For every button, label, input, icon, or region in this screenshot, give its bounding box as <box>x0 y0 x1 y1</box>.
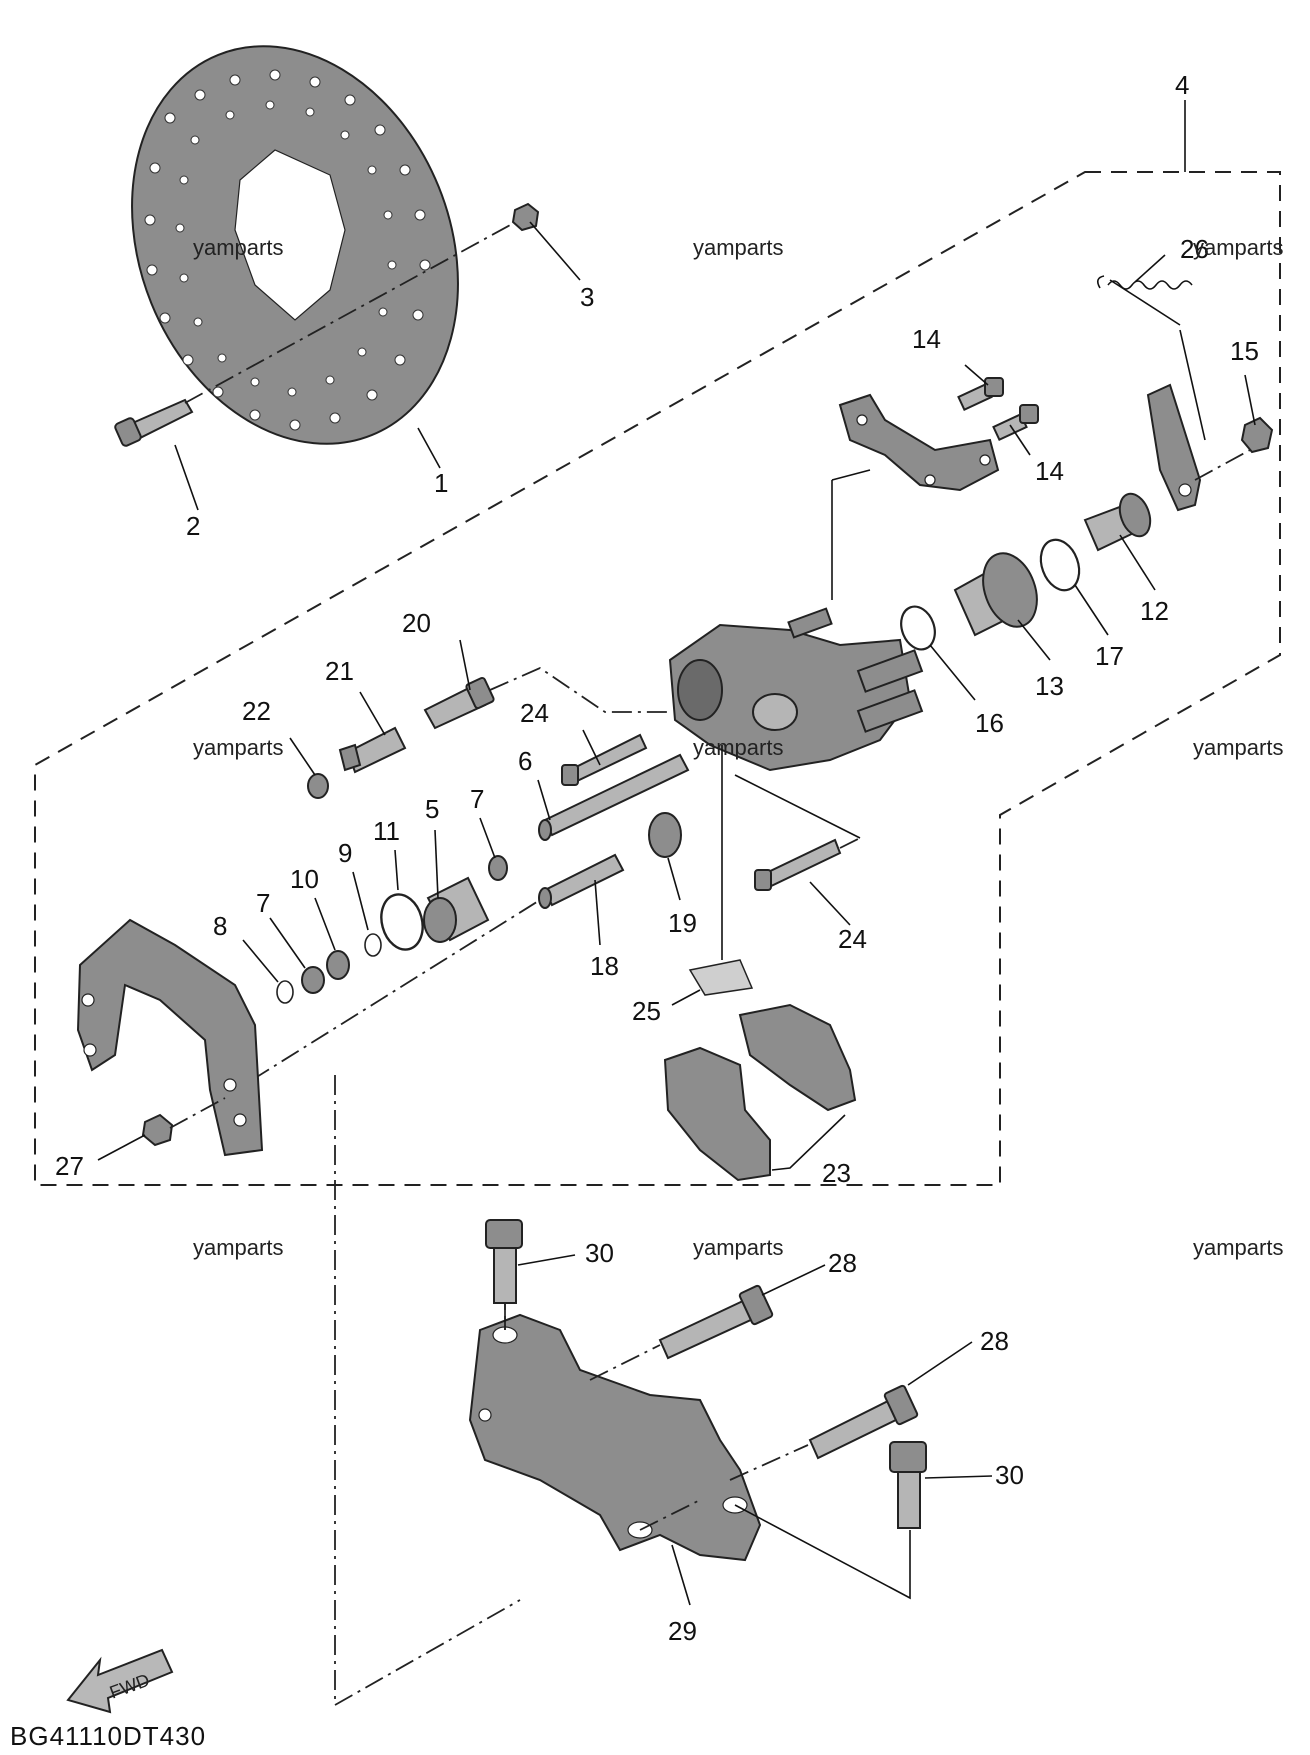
caliper-body <box>668 607 924 772</box>
callout-20: 20 <box>402 608 431 638</box>
callout-23: 23 <box>822 1158 851 1188</box>
diagram-code: BG41110DT430 <box>10 1721 206 1751</box>
disc-bolt-part-2 <box>114 398 194 447</box>
ring-part-8 <box>276 980 294 1004</box>
callout-4: 4 <box>1175 70 1189 100</box>
callout-14-upper: 14 <box>912 324 941 354</box>
watermark: yamparts <box>693 235 783 260</box>
sleeve-part-5 <box>423 876 490 943</box>
bleed-screw-part-21 <box>338 726 407 774</box>
ring-part-9 <box>364 933 382 957</box>
mount-bolt-part-30-upper <box>485 1219 523 1304</box>
brake-lever-part-15 <box>1146 383 1274 512</box>
callout-11: 11 <box>373 816 400 846</box>
callout-7-lower: 7 <box>256 888 270 918</box>
callout-28-lower: 28 <box>980 1326 1009 1356</box>
brake-pads-part-23 <box>663 1003 857 1182</box>
callout-10: 10 <box>290 864 319 894</box>
callout-29: 29 <box>668 1616 697 1646</box>
o-ring-part-17 <box>1039 538 1081 592</box>
callout-9: 9 <box>338 838 352 868</box>
watermark: yamparts <box>1193 235 1283 260</box>
mount-bolt-part-28-lower <box>808 1384 919 1460</box>
spring-part-26 <box>1096 275 1206 441</box>
watermark: yamparts <box>1193 735 1283 760</box>
callout-2: 2 <box>186 511 200 541</box>
shaft-part-6 <box>538 753 690 841</box>
watermark: yamparts <box>693 735 783 760</box>
brake-disc-part-1 <box>131 45 459 445</box>
callout-7-upper: 7 <box>470 784 484 814</box>
washer-part-7-upper <box>488 855 508 881</box>
mount-bracket-part-29 <box>468 1313 762 1562</box>
watermark: yamparts <box>193 1235 283 1260</box>
callout-13: 13 <box>1035 671 1064 701</box>
callout-1: 1 <box>434 468 448 498</box>
washer-part-7-lower <box>301 966 325 994</box>
callout-3: 3 <box>580 282 594 312</box>
callout-21: 21 <box>325 656 354 686</box>
watermark: yamparts <box>1193 1235 1283 1260</box>
callout-19: 19 <box>668 908 697 938</box>
seal-part-11 <box>380 893 424 951</box>
callout-22: 22 <box>242 696 271 726</box>
pin-bolt-part-24-upper <box>561 733 648 786</box>
callout-24-lower: 24 <box>838 924 867 954</box>
callout-15: 15 <box>1230 336 1259 366</box>
mount-bolt-part-30-lower <box>889 1441 927 1529</box>
bushing-part-19 <box>648 812 682 858</box>
watermark: yamparts <box>193 235 283 260</box>
pad-bracket-part-14-group <box>838 377 1039 492</box>
watermark: yamparts <box>193 735 283 760</box>
assembly-4-boundary <box>34 171 1281 1186</box>
washer-part-10 <box>326 950 350 980</box>
callout-25: 25 <box>632 996 661 1026</box>
callout-30-upper: 30 <box>585 1238 614 1268</box>
o-ring-part-16 <box>900 605 936 651</box>
callout-30-lower: 30 <box>995 1460 1024 1490</box>
fwd-arrow: FWD <box>66 1648 174 1714</box>
watermark: yamparts <box>693 1235 783 1260</box>
plug-part-13 <box>953 552 1038 637</box>
callout-6: 6 <box>518 746 532 776</box>
callout-17: 17 <box>1095 641 1124 671</box>
cap-part-22 <box>307 773 329 799</box>
callout-14-lower: 14 <box>1035 456 1064 486</box>
callout-24-upper: 24 <box>520 698 549 728</box>
bleed-bolt-part-20 <box>423 676 495 730</box>
callout-16: 16 <box>975 708 1004 738</box>
pin-bolt-part-24-lower <box>754 838 842 891</box>
callout-12: 12 <box>1140 596 1169 626</box>
bracket-part-27 <box>76 918 264 1157</box>
callout-26: 26 <box>1180 234 1209 264</box>
adjuster-part-12 <box>1083 492 1152 552</box>
callout-28-upper: 28 <box>828 1248 857 1278</box>
callout-27: 27 <box>55 1151 84 1181</box>
callout-18: 18 <box>590 951 619 981</box>
mount-bolt-part-28-upper <box>658 1284 774 1360</box>
clip-part-25 <box>688 959 754 996</box>
callout-8: 8 <box>213 911 227 941</box>
pin-part-18 <box>538 853 625 909</box>
callout-5: 5 <box>425 794 439 824</box>
